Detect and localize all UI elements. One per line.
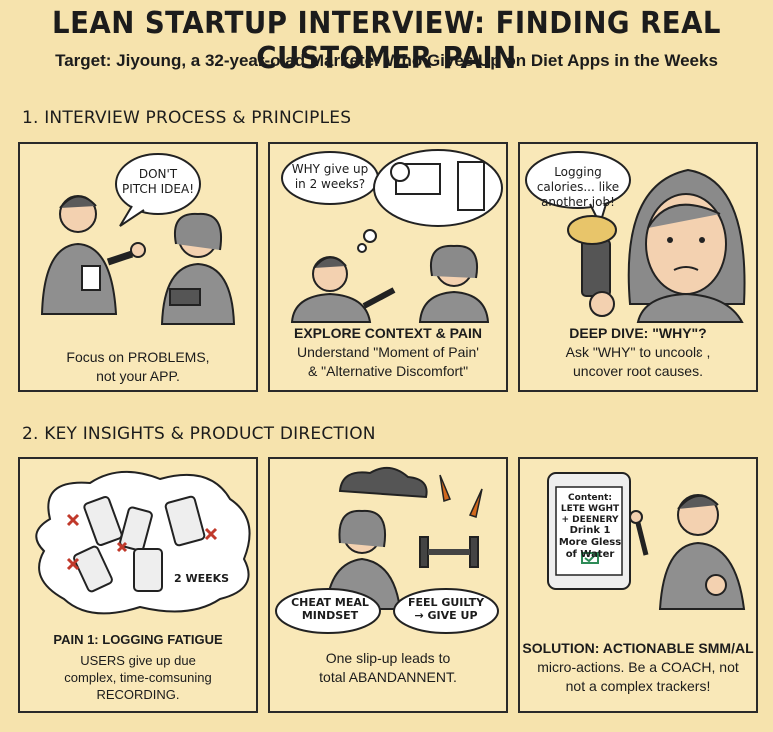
screen-action-text: Drink 1 More Gless of Water: [558, 525, 622, 560]
deep-dive-illustration: [525, 151, 746, 323]
panel-solution: Content: LETE WGHT + DEENERY Drink 1 Mor…: [518, 457, 758, 713]
logging-fatigue-illustration: [35, 470, 251, 615]
context-illustration: [281, 149, 503, 323]
caption-line: not your APP.: [96, 368, 180, 384]
caption-line: One slip-up leads to: [325, 650, 451, 666]
interview-illustration: [40, 153, 236, 325]
caption-line: complex, time-comsuning: [64, 670, 212, 685]
caption-line: total ABANDANNENT.: [319, 669, 457, 685]
bubble-logging-calories: Logging calories... like another job!: [536, 165, 620, 209]
bubble-why-give-up: WHY give up in 2 weeks?: [291, 162, 369, 191]
caption-line: USERS give up due: [80, 653, 196, 668]
section-heading-insights: 2. KEY INSIGHTS & PRODUCT DIRECTION: [22, 424, 376, 444]
caption-heading: PAIN 1: LOGGING FATIGUE: [53, 632, 223, 647]
solution-illustration: [547, 472, 746, 610]
caption-line: RECORDING.: [96, 687, 180, 702]
bubble-dont-pitch: DON'T PITCH IDEA!: [122, 167, 194, 196]
panel-dont-pitch: DON'T PITCH IDEA! Focus on PROBLEMS, not…: [18, 142, 258, 392]
page-subtitle: Target: Jiyoung, a 32-year-olad Marketer…: [55, 51, 718, 70]
panel-explore-context: WHY give up in 2 weeks? EXPLORE CONTEXT …: [268, 142, 508, 392]
panel-deep-dive: Logging calories... like another job! DE…: [518, 142, 758, 392]
panel-logging-fatigue: 2 WEEKS PAIN 1: LOGGING FATIGUE USERS gi…: [18, 457, 258, 713]
caption-line: Understand "Moment of Pain': [297, 344, 479, 360]
feel-guilty-tag: FEEL GUILTY → GIVE UP: [407, 596, 485, 622]
caption-line: Focus on PROBLEMS,: [66, 349, 210, 365]
caption-heading: EXPLORE CONTEXT & PAIN: [294, 325, 482, 341]
two-weeks-label: 2 WEEKS: [174, 572, 230, 585]
caption-line: Ask "WHY" to uncoolɛ ,: [565, 344, 711, 360]
caption-line: uncover root causes.: [573, 363, 703, 379]
page-title: LEAN STARTUP INTERVIEW: FINDING REAL CUS…: [52, 6, 721, 76]
caption-line: not a complex trackers!: [565, 678, 711, 694]
cheat-meal-illustration: [275, 466, 499, 634]
caption-line: & "Alternative Discomfort": [307, 363, 469, 379]
caption-line: micro-actions. Be a COACH, not: [537, 659, 739, 675]
section-heading-interview: 1. INTERVIEW PROCESS & PRINCIPLES: [22, 108, 352, 128]
cheat-meal-tag: CHEAT MEAL MINDSET: [291, 596, 369, 622]
screen-content-text: Content: LETE WGHT + DEENERY: [560, 493, 620, 525]
caption-heading: SOLUTION: ACTIONABLE SMM/AL: [522, 640, 754, 656]
caption-heading: DEEP DIVE: "WHY"?: [569, 325, 707, 341]
panel-cheat-meal: CHEAT MEAL MINDSET FEEL GUILTY → GIVE UP…: [268, 457, 508, 713]
